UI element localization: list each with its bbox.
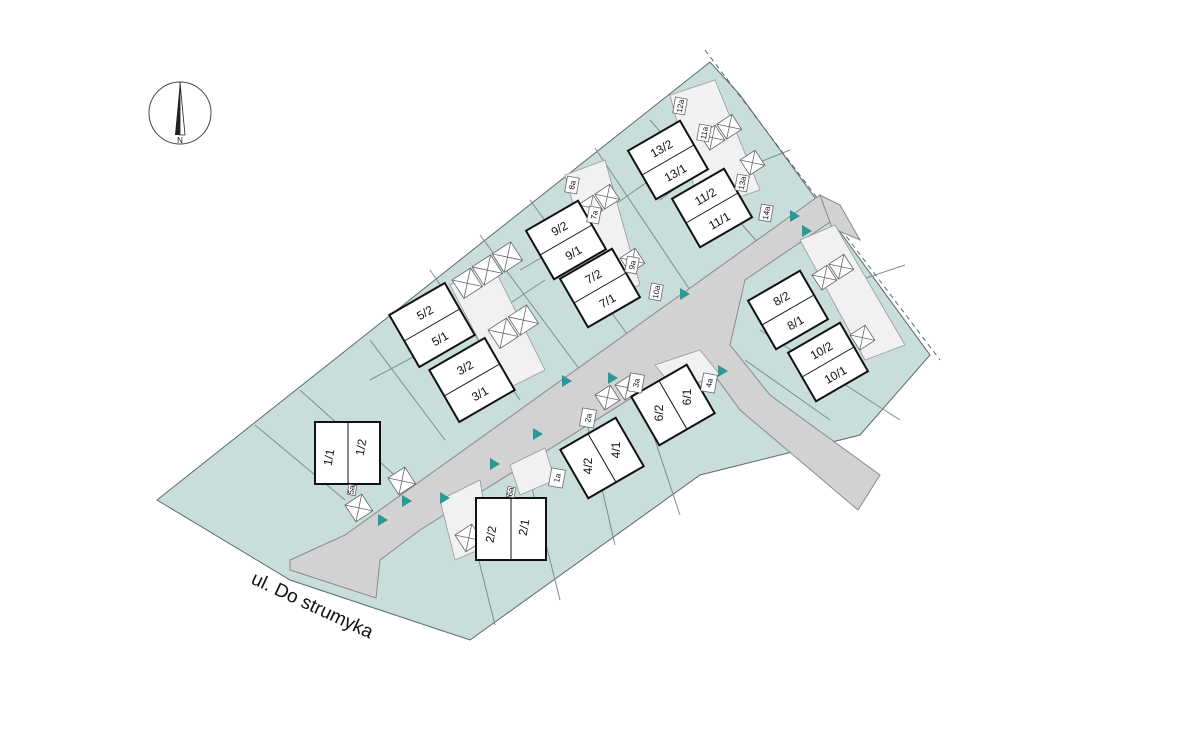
unit-11[interactable]: 11/2 11/1: [670, 167, 754, 249]
parking-label: 9a: [627, 259, 638, 270]
parking-label: 8a: [567, 179, 578, 190]
unit-4[interactable]: 4/2 4/1: [558, 416, 646, 500]
north-label: N: [177, 136, 183, 145]
unit-10[interactable]: 10/2 10/1: [786, 321, 870, 403]
unit-3[interactable]: 3/2 3/1: [427, 336, 517, 424]
parking-label: 13a: [737, 175, 748, 190]
parking-labels: 1a 2a 3a 4a 5a 6a 7a 8a 9a 10a 11a 12a 1…: [346, 96, 774, 499]
unit-label: 1/2: [353, 438, 370, 457]
entry-arrows: [378, 210, 812, 526]
unit-label: 2/2: [483, 525, 500, 544]
boundary-dash-line: [704, 49, 941, 361]
access-road: [289, 193, 881, 599]
unit-label: 2/1: [516, 518, 533, 537]
parking-label: 3a: [631, 377, 642, 388]
parking-label: 1a: [552, 472, 563, 483]
parking-label: 12a: [675, 98, 686, 113]
unit-2[interactable]: 2/2 2/1: [475, 497, 547, 561]
unit-label: 4/2: [581, 457, 595, 474]
north-arrow-icon: N: [148, 81, 212, 145]
parking-label: 14a: [761, 205, 772, 220]
unit-label: 6/2: [652, 404, 666, 421]
unit-label: 6/1: [680, 388, 694, 405]
parking-label: 10a: [651, 284, 662, 299]
unit-5[interactable]: 5/2 5/1: [387, 281, 477, 369]
parking-label: 4a: [704, 377, 715, 388]
unit-1[interactable]: 1/1 1/2: [314, 421, 381, 485]
unit-label: 4/1: [609, 441, 623, 458]
parking-label: 7a: [589, 209, 600, 220]
unit-8[interactable]: 8/2 8/1: [746, 269, 830, 351]
parking-label: 11a: [699, 125, 710, 140]
unit-7[interactable]: 7/2 7/1: [558, 247, 642, 329]
parking-label: 5a: [346, 484, 357, 495]
unit-13[interactable]: 13/2 13/1: [626, 119, 710, 201]
unit-6[interactable]: 6/2 6/1: [629, 363, 717, 447]
parking-label: 6a: [505, 486, 516, 497]
unit-label: 1/1: [321, 448, 338, 467]
unit-9[interactable]: 9/2 9/1: [524, 199, 608, 281]
parking-label: 2a: [583, 412, 594, 423]
